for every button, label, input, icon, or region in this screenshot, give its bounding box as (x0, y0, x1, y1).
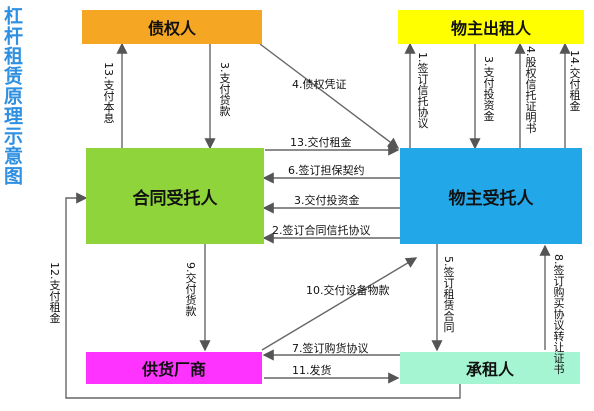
edge-12-label: 12.支付租金 (48, 262, 61, 324)
edge-4a-arrow (259, 43, 400, 149)
node-lessee: 承租人 (400, 352, 580, 384)
edge-13a-label: 13.支付本息 (102, 62, 115, 124)
edge-11-label: 11.发货 (292, 364, 332, 377)
edge-10-arrow (261, 257, 418, 351)
edge-7-label: 7.签订购货协议 (292, 342, 369, 355)
node-lessor-owner: 物主出租人 (398, 10, 584, 44)
edge-14-label: 14.交付租金 (568, 50, 581, 112)
edge-10-label: 10.交付设备物款 (306, 284, 390, 297)
edge-6-label: 6.签订担保契约 (288, 164, 365, 177)
edge-12-arrow (65, 192, 461, 399)
node-supplier: 供货厂商 (86, 352, 262, 384)
edge-9-label: 9.交付货款 (184, 262, 197, 317)
diagram-title: 杠杆租赁原理示意图 (1, 6, 23, 186)
edge-2-label: 2.签订合同信托协议 (272, 224, 371, 237)
node-owner-trustee: 物主受托人 (400, 148, 582, 244)
edge-3a-label: 3.支付贷款 (218, 62, 231, 117)
node-contract-trustee: 合同受托人 (86, 148, 264, 244)
edge-5-label: 5.签订租赁合同 (442, 256, 455, 333)
edge-13b-label: 13.交付租金 (290, 136, 352, 149)
edge-3c-label: 3.交付投资金 (294, 194, 360, 207)
edge-3b-label: 3.支付投资金 (482, 56, 495, 122)
edge-8-label: 8.签订购买协议转让证书 (552, 254, 565, 375)
node-creditor: 债权人 (82, 10, 262, 44)
edge-4b-label: 4.股权信托证明书 (524, 46, 537, 134)
edge-4a-label: 4.债权凭证 (292, 78, 347, 91)
edge-1-label: 1.签订信托协议 (416, 52, 429, 129)
